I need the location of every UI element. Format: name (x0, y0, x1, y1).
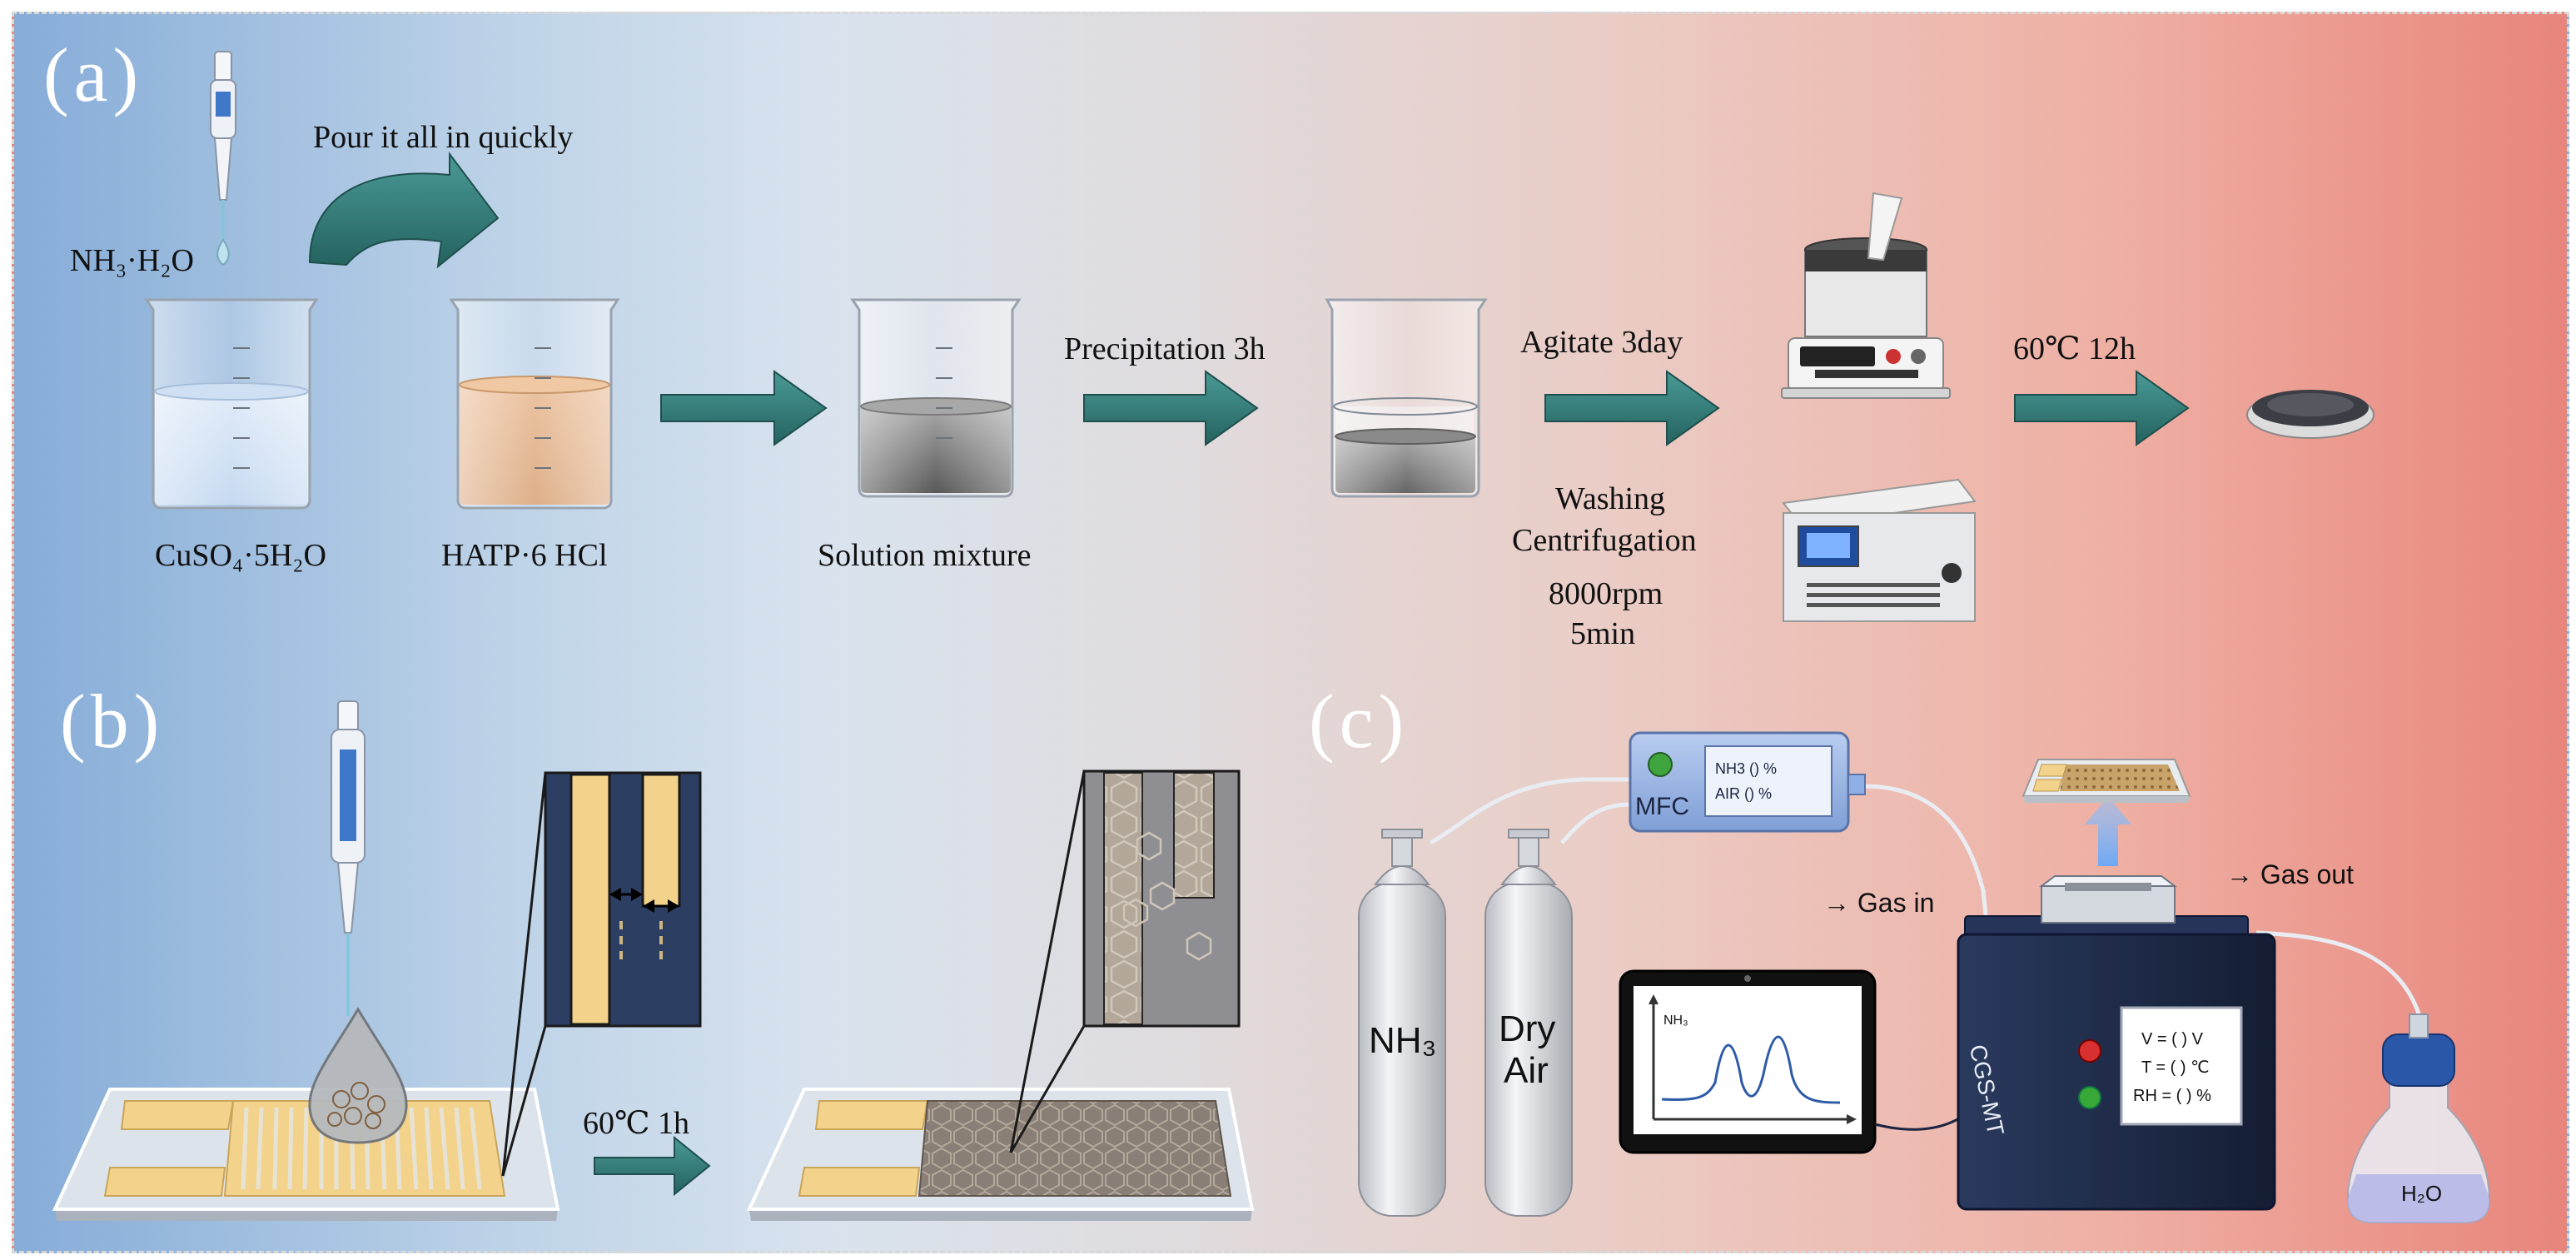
gas-tubing (1429, 777, 2422, 1017)
response-monitor (1619, 969, 1877, 1154)
process-arrow-3 (1544, 370, 1720, 446)
reagent-drop-label: NH₃·H₂O (70, 243, 194, 278)
curved-pour-arrow (308, 152, 500, 269)
nh3-cylinder-label: NH₃ (1369, 1020, 1437, 1061)
beaker1-label: CuSO₄·5H₂O (155, 538, 326, 573)
speed-label: 8000rpm (1549, 576, 1663, 611)
centrifugation-label: Centrifugation (1512, 523, 1697, 558)
panel-label-a: (a) (43, 32, 144, 117)
pour-note: Pour it all in quickly (313, 120, 574, 155)
mof-droplet (308, 1007, 408, 1144)
process-arrow-b (594, 1135, 711, 1197)
monitor-axis-label: NH₃ (1663, 1013, 1688, 1028)
pipette-icon (210, 51, 236, 266)
time-label: 5min (1570, 616, 1636, 651)
beaker-hatp (449, 298, 620, 510)
ide-substrate-1 (52, 1088, 560, 1221)
mfc-device (1629, 731, 1866, 833)
beaker3-label: Solution mixture (818, 538, 1032, 573)
chamber-readout-temp: T = ( ) ℃ (2141, 1058, 2210, 1077)
sensor-lift-arrow (2085, 796, 2131, 866)
sensor-chip-icon (2022, 759, 2191, 803)
step-drying: 60℃ 12h (2013, 331, 2136, 366)
beaker2-label: HATP·6 HCl (441, 538, 608, 573)
mfc-label: MFC (1635, 793, 1689, 820)
process-arrow-4 (2014, 370, 2190, 446)
cgs-mt-chamber (1957, 875, 2276, 1211)
panel-label-b: (b) (60, 679, 165, 764)
process-arrow-1 (660, 370, 828, 446)
process-arrow-2 (1083, 370, 1259, 446)
dry-air-cylinder (1484, 829, 1573, 1217)
zoom-inset-electrodes (501, 771, 702, 1177)
panel-label-c: (c) (1309, 679, 1410, 764)
step-agitate: Agitate 3day (1520, 325, 1683, 360)
dry-air-label-line2: Air (1504, 1050, 1549, 1091)
nh3-cylinder (1358, 829, 1446, 1217)
centrifuge-icon (1782, 478, 1977, 622)
pipette-icon-b (331, 700, 366, 1016)
bottle-label: H₂O (2401, 1181, 2443, 1206)
beaker-solution-mixture (850, 298, 1022, 498)
collection-bottle (2346, 1013, 2491, 1223)
dry-air-label-line1: Dry (1499, 1008, 1556, 1049)
zoom-inset-mof-film (1009, 769, 1241, 1153)
mfc-readout-air: AIR () % (1715, 785, 1773, 802)
beaker-cuso4 (144, 298, 319, 510)
gas-in-label: → Gas in (1823, 888, 1935, 918)
washing-label: Washing (1555, 481, 1666, 516)
ide-substrate-coated (746, 1088, 1255, 1221)
chamber-readout-voltage: V = ( ) V (2141, 1030, 2203, 1048)
gas-out-label: → Gas out (2226, 859, 2354, 889)
mfc-readout-nh3: NH3 () % (1715, 760, 1778, 777)
magnetic-stirrer-icon (1781, 192, 1951, 399)
beaker-precipitate (1325, 298, 1488, 498)
petri-dish-icon (2246, 390, 2375, 439)
step-annealing: 60℃ 1h (583, 1106, 690, 1141)
step-precipitation: Precipitation 3h (1064, 331, 1266, 366)
chamber-readout-rh: RH = ( ) % (2133, 1087, 2211, 1105)
